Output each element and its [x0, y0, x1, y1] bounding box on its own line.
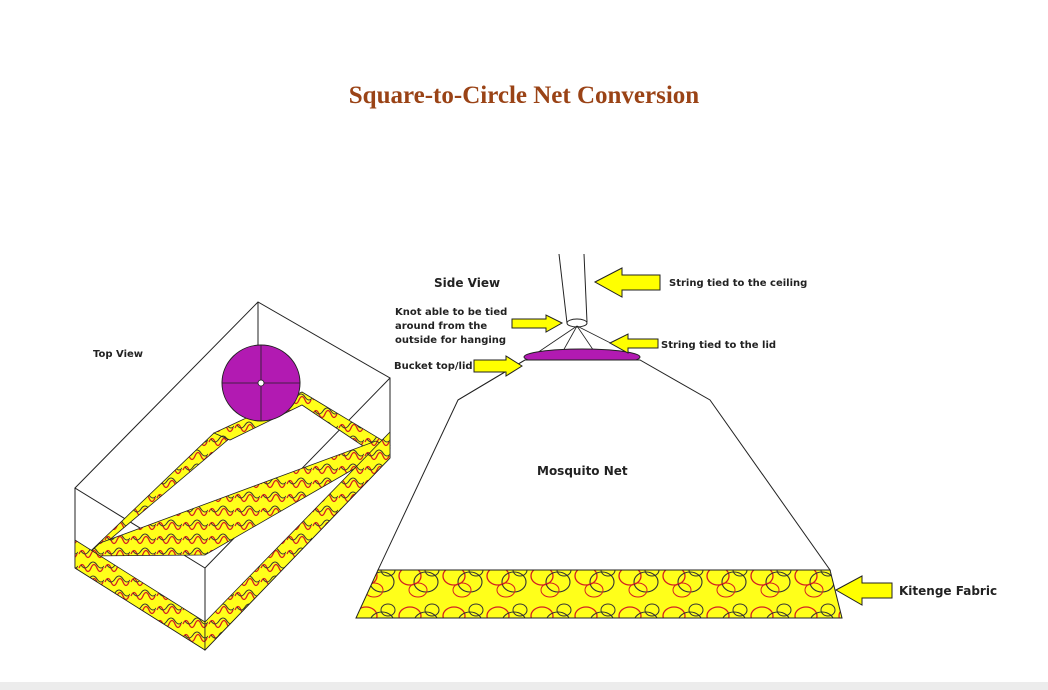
knot-label-line2: around from the	[395, 321, 487, 332]
kitenge-fabric-band	[355, 569, 843, 619]
top-view-label: Top View	[93, 349, 143, 360]
side-view	[355, 253, 843, 619]
arrow-kitenge	[834, 575, 893, 606]
side-view-label: Side View	[434, 276, 500, 290]
top-view-box	[74, 301, 391, 651]
arrow-string-ceiling	[593, 267, 661, 298]
kitenge-label: Kitenge Fabric	[899, 584, 997, 598]
bottom-bar	[0, 682, 1048, 690]
page-title: Square-to-Circle Net Conversion	[348, 82, 700, 109]
top-view-side-skirt	[204, 431, 391, 651]
mosquito-net-label: Mosquito Net	[537, 464, 628, 478]
bucket-lid-label: Bucket top/lid	[394, 361, 473, 372]
top-view-fabric-band	[75, 391, 391, 566]
string-ceiling-label: String tied to the ceiling	[669, 278, 807, 289]
knot-label-line1: Knot able to be tied	[395, 307, 507, 318]
arrow-string-lid	[608, 333, 659, 354]
ceiling-string	[558, 253, 588, 328]
string-lid-label: String tied to the lid	[661, 340, 776, 351]
arrow-knot	[511, 314, 564, 333]
knot-label-line3: outside for hanging	[395, 335, 506, 346]
top-view-lid	[221, 344, 301, 422]
arrow-bucket-lid	[473, 355, 523, 377]
